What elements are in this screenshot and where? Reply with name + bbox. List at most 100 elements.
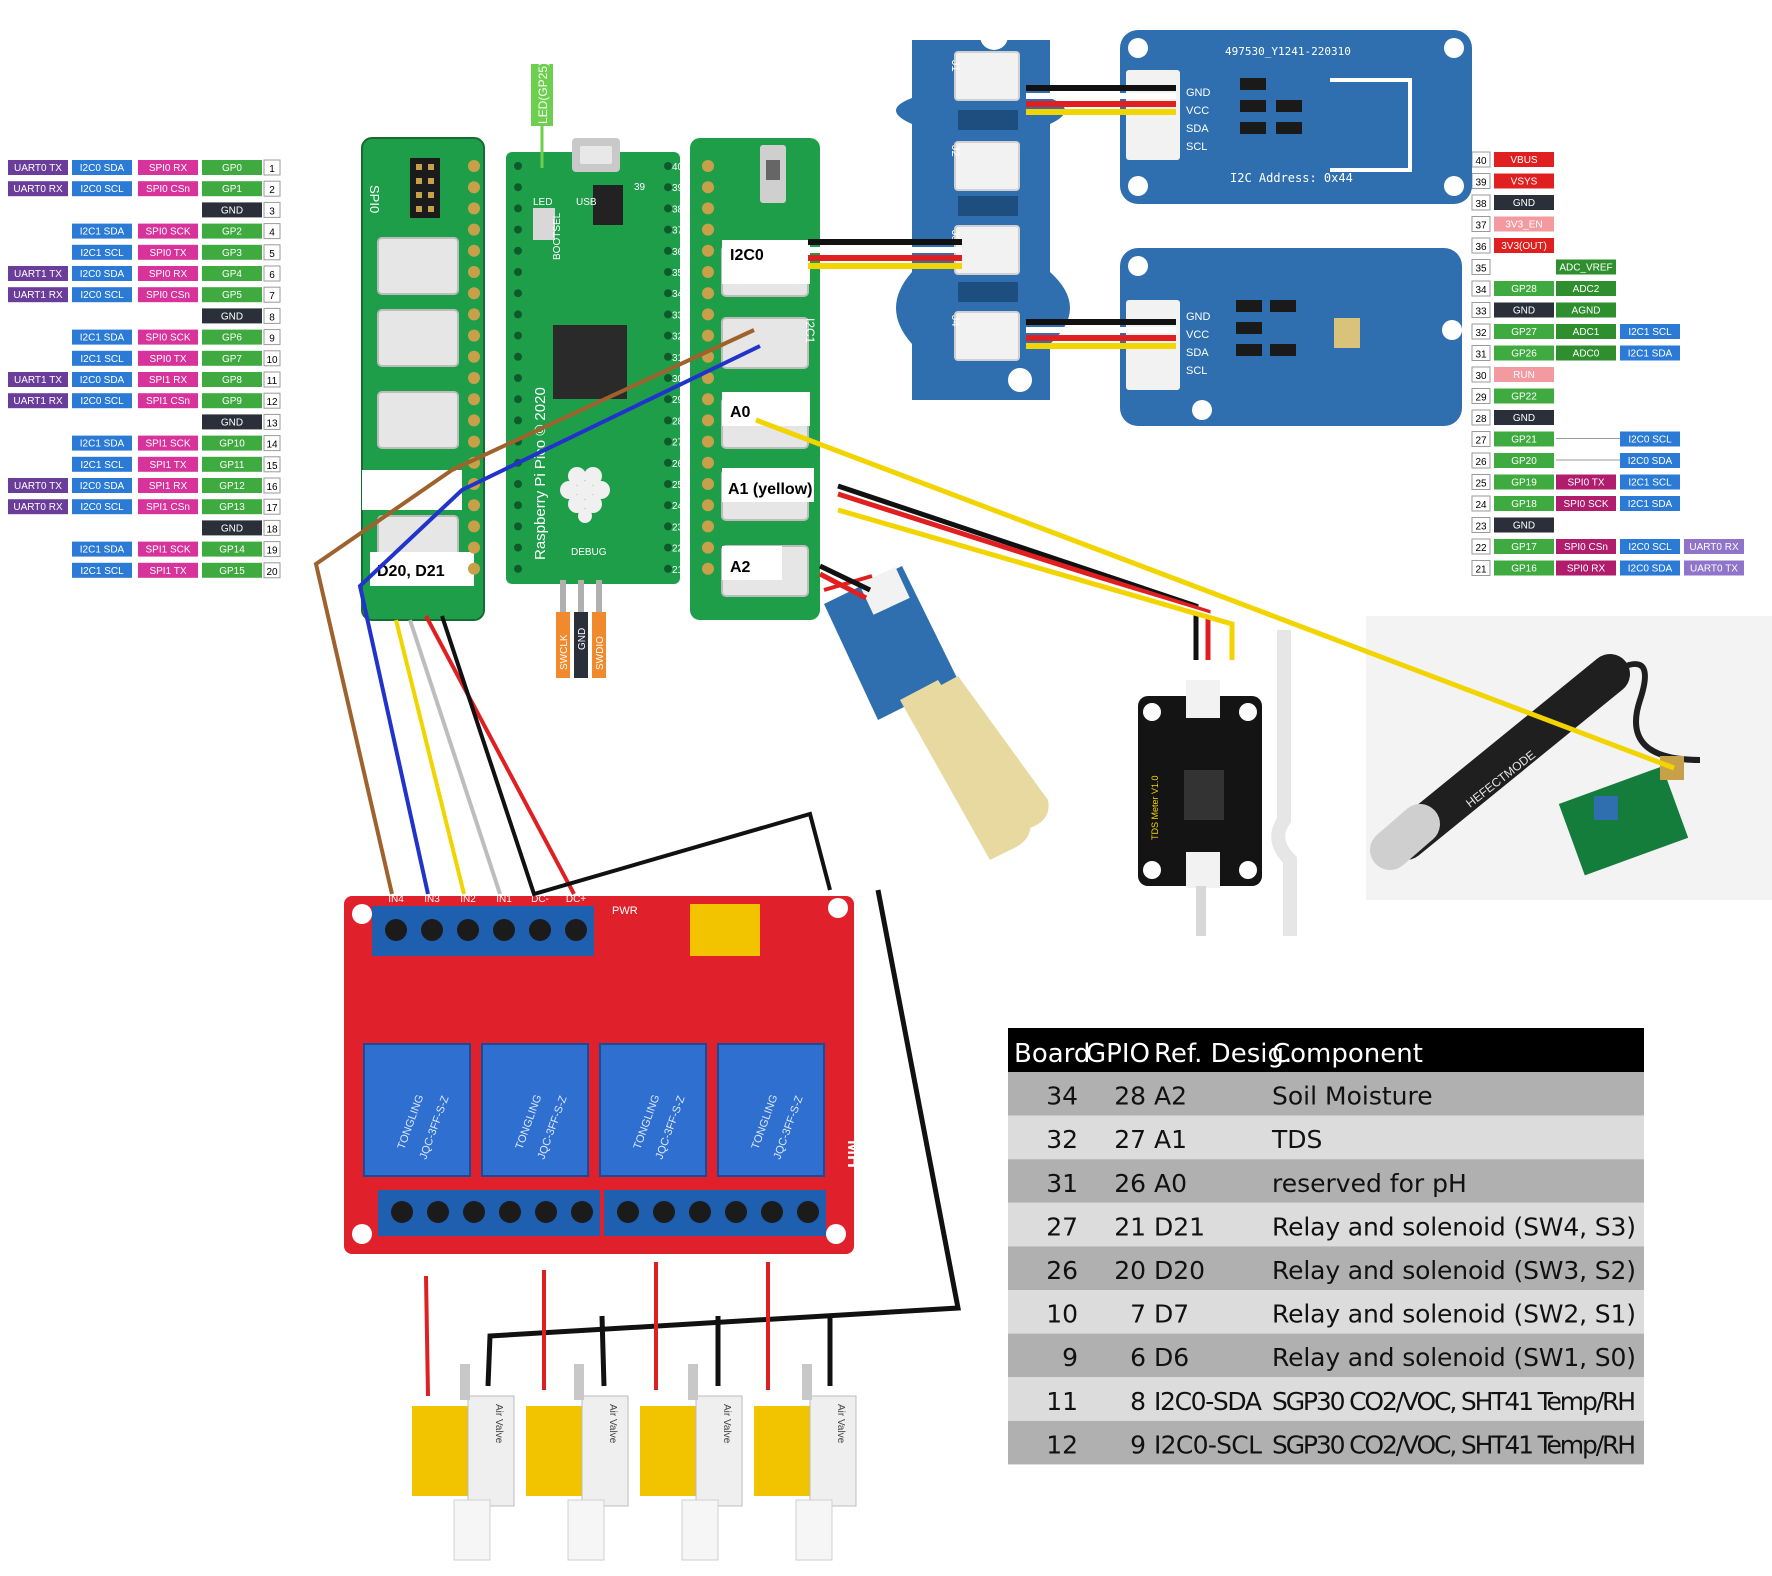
table-cell-ref: D20 xyxy=(1154,1256,1205,1285)
valve-pin xyxy=(688,1364,698,1400)
table-cell-component: Relay and solenoid (SW2, S1) xyxy=(1272,1300,1636,1329)
table-cell-gpio: 27 xyxy=(1114,1125,1146,1154)
right-i2c-tag: I2C0 SDA xyxy=(1628,456,1673,467)
left-uart-tag: UART0 TX xyxy=(14,481,62,492)
exp-right-pin-num: 29 xyxy=(672,395,684,406)
right-pin-tag: 3V3_EN xyxy=(1505,220,1542,231)
table-cell-component: Relay and solenoid (SW3, S2) xyxy=(1272,1256,1636,1285)
right-pin-number: 38 xyxy=(1475,199,1487,210)
relay-cube xyxy=(717,1043,825,1177)
table-cell-board: 32 xyxy=(1046,1125,1078,1154)
exp-right-pin-num: 27 xyxy=(672,438,684,449)
table-cell-ref: A1 xyxy=(1154,1125,1187,1154)
right-pin-number: 22 xyxy=(1475,543,1487,554)
right-pin-tag: GP28 xyxy=(1511,284,1537,295)
left-pin-number: 11 xyxy=(267,376,278,387)
exp-left-pin-num: 8 xyxy=(488,310,494,321)
right-pin-tag: VSYS xyxy=(1511,177,1538,188)
right-pin-tag: VBUS xyxy=(1510,155,1538,166)
left-spi-tag: SPI1 SCK xyxy=(145,545,190,556)
left-pin-number: 14 xyxy=(266,440,278,451)
exp-right-pin-num: 23 xyxy=(672,522,684,533)
sht41-sensor: 497530_Y1241-220310 I2C Address: 0x44 GN… xyxy=(1120,30,1472,204)
exp-left-pin-num: 12 xyxy=(488,395,500,406)
exp-right-pin-num: 24 xyxy=(672,501,684,512)
right-spi-tag: SPI0 RX xyxy=(1567,564,1606,575)
table-cell-component: SGP30 CO2/VOC, SHT41 Temp/RH xyxy=(1272,1387,1636,1416)
table-cell-component: reserved for pH xyxy=(1272,1169,1467,1198)
exp-left-pin-num: 11 xyxy=(488,374,499,385)
left-i2c-tag: I2C1 SCL xyxy=(80,460,124,471)
left-gp-tag: GP0 xyxy=(222,163,242,174)
left-gp-tag: GP9 xyxy=(222,396,242,407)
exp-left-pin-num: 16 xyxy=(488,480,500,491)
left-i2c-tag: I2C0 SDA xyxy=(80,269,125,280)
exp-right-pin-num: 21 xyxy=(672,565,684,576)
right-i2c-tag: I2C0 SDA xyxy=(1628,564,1673,575)
table-cell-ref: A0 xyxy=(1154,1169,1187,1198)
left-gp-tag: GP4 xyxy=(222,269,242,280)
right-pin-number: 30 xyxy=(1475,371,1487,382)
sgp30-pin-vcc: VCC xyxy=(1186,329,1209,341)
relay-terminal-label: DC- xyxy=(531,894,549,905)
sgp30-pin-scl: SCL xyxy=(1186,365,1207,377)
table-cell-gpio: 28 xyxy=(1114,1082,1146,1111)
exp-left-pin-num: 17 xyxy=(488,501,500,512)
table-cell-ref: D21 xyxy=(1154,1212,1205,1241)
table-cell-ref: I2C0-SDA xyxy=(1154,1387,1262,1416)
right-pin-number: 21 xyxy=(1475,565,1487,576)
pico-header-holes xyxy=(514,162,672,573)
relay-terminal-label: IN2 xyxy=(460,894,476,905)
right-pin-tag: GND xyxy=(1513,198,1535,209)
valve-body xyxy=(467,1395,515,1507)
table-cell-board: 11 xyxy=(1046,1387,1078,1416)
right-pin-number: 26 xyxy=(1475,457,1487,468)
exp-right-pin-num: 40 xyxy=(672,162,684,173)
valve-coil xyxy=(640,1406,700,1496)
left-i2c-tag: I2C1 SDA xyxy=(80,545,125,556)
table-cell-gpio: 7 xyxy=(1130,1300,1146,1329)
valve-body xyxy=(581,1395,629,1507)
left-gnd-tag: GND xyxy=(221,311,243,322)
exp-left-pin-num: 18 xyxy=(488,522,500,533)
exp-left-pin-num: 2 xyxy=(488,183,494,194)
exp-right-pin-num: 35 xyxy=(672,268,684,279)
relay-cube xyxy=(481,1043,589,1177)
a1-port-label: A1 (yellow) xyxy=(728,481,812,498)
left-i2c-tag: I2C1 SCL xyxy=(80,354,124,365)
right-adc-tag: ADC1 xyxy=(1573,327,1600,338)
exp-left-pin-num: 4 xyxy=(488,226,494,237)
left-spi-tag: SPI0 TX xyxy=(149,248,186,259)
table-header: GPIO xyxy=(1086,1039,1150,1069)
left-uart-tag: UART1 TX xyxy=(14,375,62,386)
right-pin-tag: GND xyxy=(1513,306,1535,317)
left-i2c-tag: I2C0 SDA xyxy=(80,375,125,386)
left-uart-tag: UART1 TX xyxy=(14,269,62,280)
exp-right-pin-num: 28 xyxy=(672,416,684,427)
left-spi-tag: SPI1 RX xyxy=(149,375,188,386)
right-pin-number: 33 xyxy=(1475,307,1487,318)
sht41-pin-scl: SCL xyxy=(1186,141,1207,153)
spi0-label: SPI0 xyxy=(367,185,382,213)
left-uart-tag: UART0 RX xyxy=(13,184,63,195)
left-i2c-tag: I2C0 SCL xyxy=(80,396,124,407)
exp-left-pin-num: 5 xyxy=(488,247,494,258)
debug-gnd-label: GND xyxy=(577,628,588,650)
right-pin-tag: GP22 xyxy=(1511,392,1537,403)
left-spi-tag: SPI0 CSn xyxy=(146,290,190,301)
right-pin-tag: GP19 xyxy=(1511,478,1537,489)
table-cell-gpio: 21 xyxy=(1114,1212,1146,1241)
right-uart-tag: UART0 TX xyxy=(1690,564,1738,575)
hub-j4: J4 xyxy=(949,315,961,327)
table-cell-board: 12 xyxy=(1046,1430,1078,1459)
right-adc-tag: ADC_VREF xyxy=(1559,263,1612,274)
right-pin-tag: GP17 xyxy=(1511,542,1537,553)
left-pin-number: 3 xyxy=(269,206,275,217)
exp-left-pin-num: 6 xyxy=(488,268,494,279)
i2c-cables xyxy=(808,85,1176,349)
valve-label: Air Valve xyxy=(493,1404,504,1444)
